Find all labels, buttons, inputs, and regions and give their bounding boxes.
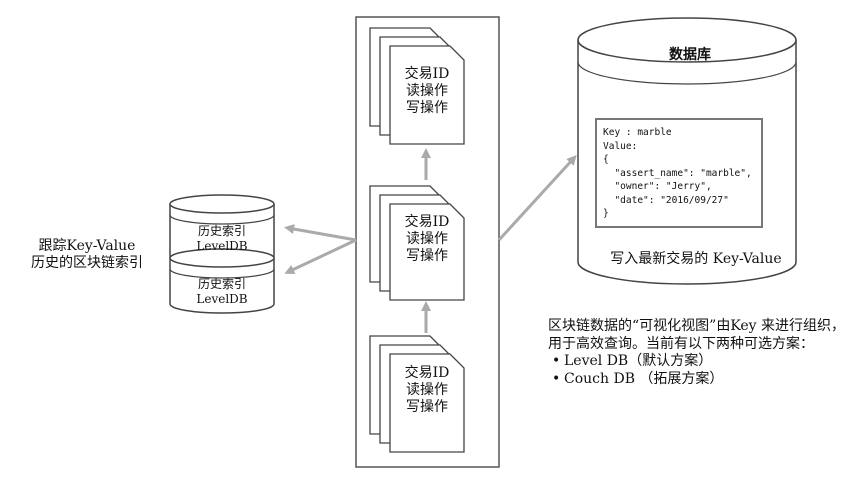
index-db-1-label: 历史索引 LevelDB (182, 224, 262, 254)
kv-line-date: "date": "2016/09/27" (603, 194, 729, 206)
arrow-to-index-db-1 (284, 224, 357, 242)
block-3-read: 读操作 (406, 382, 448, 398)
index-db-1-name: 历史索引 (197, 224, 246, 238)
view-note-line-2: 用于高效查询。当前有以下两种可选方案： (548, 335, 814, 352)
kv-line-open-brace: { (603, 154, 609, 165)
kv-line-value: Value: (603, 140, 638, 152)
block-3-txid: 交易ID (404, 365, 450, 381)
kv-line-assert-name: "assert_name": "marble", (603, 167, 752, 179)
block-2-docs (369, 185, 465, 301)
block-3-write: 写操作 (406, 399, 448, 415)
index-db-1-engine: LevelDB (196, 239, 248, 253)
key-value-box: Key : marble Value: { "assert_name": "ma… (595, 118, 763, 228)
block-1-docs (369, 27, 465, 145)
block-1-txid: 交易ID (404, 66, 450, 82)
block-2-write: 写操作 (406, 248, 448, 264)
block-2-txid: 交易ID (404, 214, 450, 230)
block-2-read: 读操作 (406, 231, 448, 247)
view-note: 区块链数据的“可视化视图”由Key 来进行组织， 用于高效查询。当前有以下两种可… (548, 318, 845, 388)
database-title: 数据库 (669, 47, 711, 63)
arrow-to-index-db-2 (284, 238, 357, 274)
block-1-write: 写操作 (406, 100, 448, 116)
index-db-2-engine: LevelDB (196, 292, 248, 306)
block-3-text: 交易ID 读操作 写操作 (397, 365, 457, 416)
block-1-read: 读操作 (406, 83, 448, 99)
history-index-label: 跟踪Key-Value 历史的区块链索引 (22, 238, 152, 272)
kv-line-close-brace: } (603, 208, 609, 219)
history-index-label-line-1: 跟踪Key-Value (38, 238, 136, 254)
database-caption: 写入最新交易的 Key-Value (610, 251, 782, 267)
index-db-2-label: 历史索引 LevelDB (182, 277, 262, 307)
block-2-text: 交易ID 读操作 写操作 (397, 214, 457, 265)
block-3-docs (369, 335, 465, 453)
history-index-label-line-2: 历史的区块链索引 (31, 255, 143, 271)
kv-line-key: Key : marble (603, 127, 672, 138)
kv-line-owner: "owner": "Jerry", (603, 181, 712, 192)
view-note-line-1: 区块链数据的“可视化视图”由Key 来进行组织， (548, 318, 846, 334)
index-db-2-name: 历史索引 (197, 277, 246, 291)
arrow-to-database (497, 155, 577, 242)
option-list: Level DB（默认方案） Couch DB （拓展方案） (548, 353, 845, 388)
option-couchdb: Couch DB （拓展方案） (552, 371, 845, 389)
option-leveldb: Level DB（默认方案） (552, 353, 845, 371)
block-1-text: 交易ID 读操作 写操作 (397, 66, 457, 117)
index-db-cylinder-2 (169, 248, 275, 314)
